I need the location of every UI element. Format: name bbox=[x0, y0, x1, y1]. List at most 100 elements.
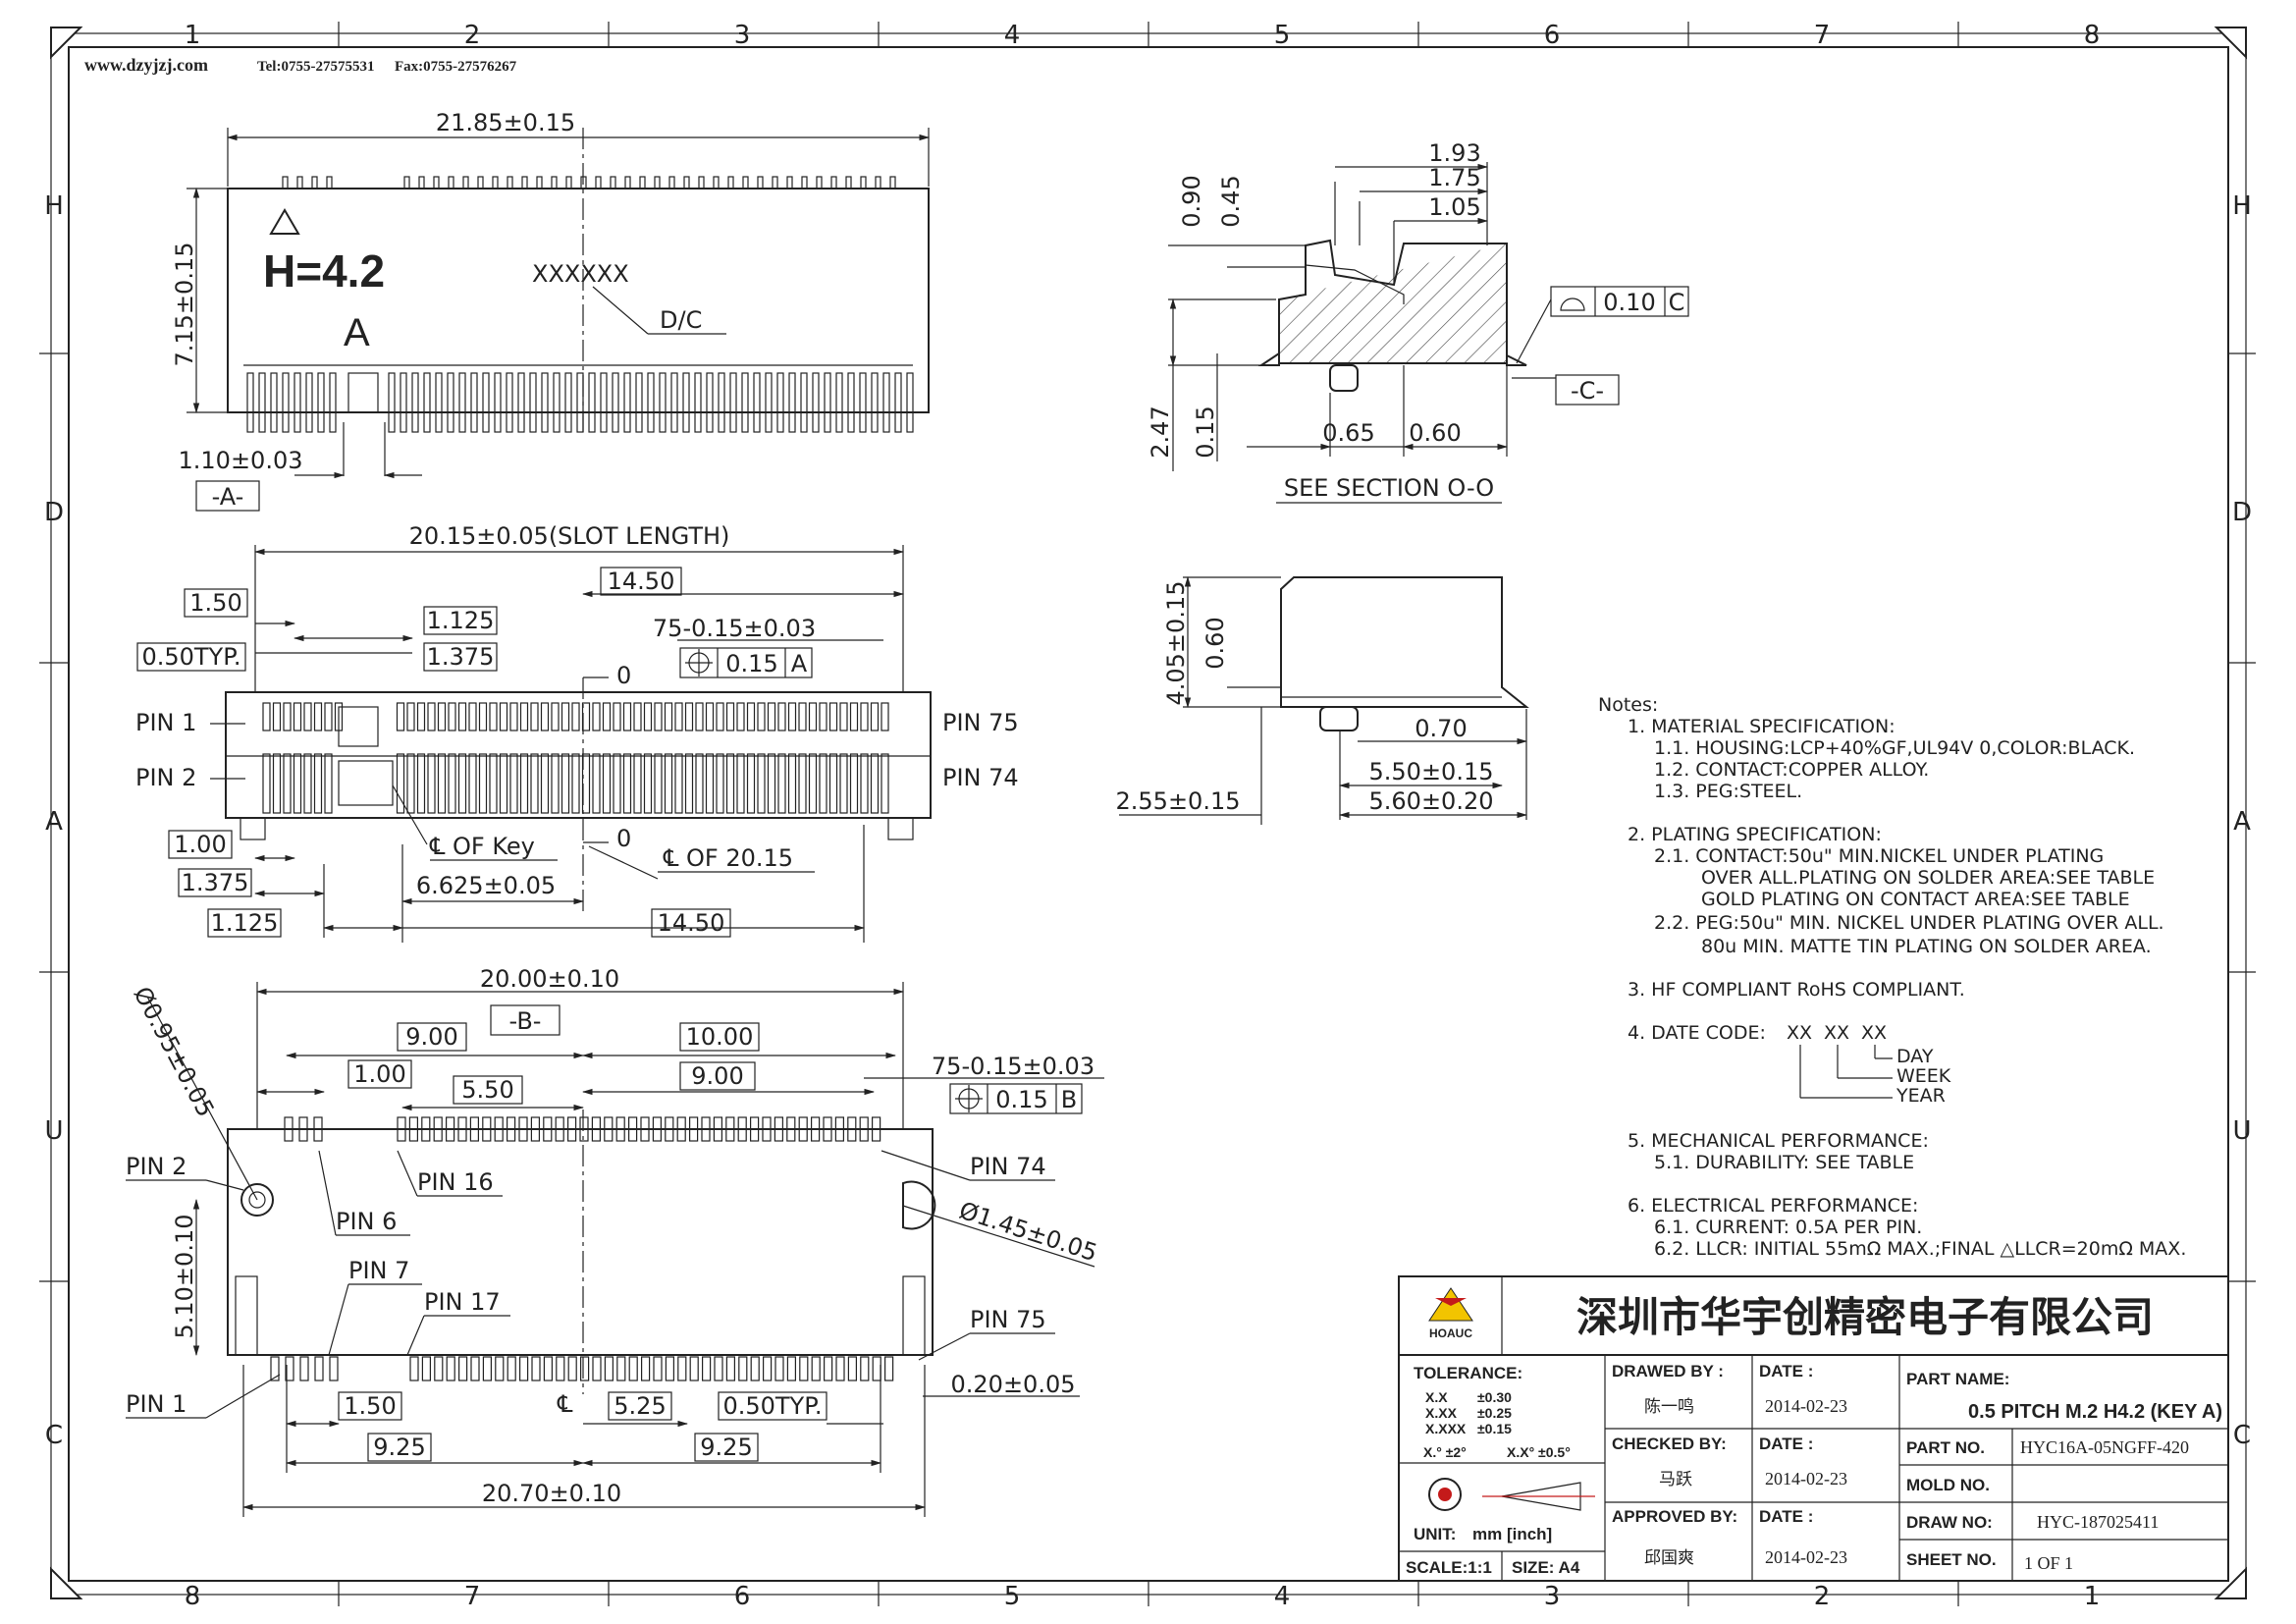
zone-letter: C bbox=[45, 1421, 63, 1450]
section-label: SEE SECTION O-O bbox=[1284, 474, 1494, 502]
contact-pin bbox=[647, 372, 655, 433]
contact-pin bbox=[499, 753, 508, 814]
contact-pin bbox=[762, 1356, 773, 1381]
contact-pin bbox=[489, 702, 498, 731]
contact-pin bbox=[403, 176, 410, 189]
dim-height-top: 7.15±0.15 bbox=[171, 243, 198, 367]
front-view: 20.15±0.05(SLOT LENGTH) 14.50 1.50 1.125… bbox=[135, 522, 1019, 943]
zone-number: 4 bbox=[1274, 1582, 1291, 1611]
pin2-front: PIN 2 bbox=[135, 764, 196, 791]
angle-tol: X.X° ±0.5° bbox=[1507, 1444, 1571, 1460]
pin17-bottom: PIN 17 bbox=[424, 1288, 501, 1316]
contact-pin bbox=[654, 702, 663, 731]
note-line: 80u MIN. MATTE TIN PLATING ON SOLDER ARE… bbox=[1701, 936, 2152, 957]
contact-pin bbox=[654, 753, 663, 814]
contact-pin bbox=[824, 372, 831, 433]
contact-pin bbox=[664, 702, 673, 731]
zone-number: 5 bbox=[1274, 21, 1291, 50]
contact-pin bbox=[313, 753, 323, 814]
contact-pin bbox=[670, 372, 678, 433]
dim-width-bottom: 20.00±0.10 bbox=[480, 965, 619, 993]
contact-pin bbox=[433, 1116, 443, 1142]
contact-pin bbox=[416, 702, 426, 731]
zone-number: 5 bbox=[1004, 1582, 1021, 1611]
contact-pin bbox=[421, 1116, 431, 1142]
note-line: OVER ALL.PLATING ON SOLDER AREA:SEE TABL… bbox=[1701, 867, 2155, 889]
contact-pin bbox=[299, 1356, 309, 1381]
contact-pin bbox=[882, 372, 890, 433]
key-center-label: ℄ OF Key bbox=[429, 833, 535, 860]
contact-pin bbox=[294, 372, 301, 433]
contact-pin bbox=[736, 753, 745, 814]
contact-pin bbox=[591, 1116, 602, 1142]
contact-pin bbox=[579, 1356, 590, 1381]
contact-pin bbox=[495, 1356, 505, 1381]
contact-pin bbox=[787, 702, 797, 731]
hole-large-dim: Ø1.45±0.05 bbox=[956, 1197, 1100, 1268]
contact-pin bbox=[406, 702, 415, 731]
contact-pin bbox=[418, 176, 425, 189]
contact-pin bbox=[437, 753, 447, 814]
date-code-xx: XX bbox=[1824, 1022, 1849, 1044]
angle-tol: X.° ±2° bbox=[1423, 1444, 1467, 1460]
unit-label: UNIT: bbox=[1414, 1525, 1456, 1543]
zone-number: 6 bbox=[734, 1582, 751, 1611]
contact-pin bbox=[859, 372, 867, 433]
contact-pin bbox=[468, 753, 477, 814]
contact-pin bbox=[757, 176, 764, 189]
contact-pin bbox=[448, 176, 454, 189]
contact-pin bbox=[689, 1356, 699, 1381]
contact-pin bbox=[447, 372, 454, 433]
dim-5-50-bottom: 5.50 bbox=[461, 1076, 513, 1104]
dim-0-65: 0.65 bbox=[1322, 419, 1374, 447]
date-value: 2014-02-23 bbox=[1765, 1396, 1847, 1416]
drawn-value: 陈一鸣 bbox=[1644, 1397, 1694, 1417]
contact-pin bbox=[694, 372, 702, 433]
pin75-bottom: PIN 75 bbox=[970, 1306, 1046, 1333]
contact-pin bbox=[409, 1356, 419, 1381]
contact-pin bbox=[561, 702, 570, 731]
contact-pin bbox=[653, 1356, 663, 1381]
contact-pin bbox=[776, 372, 784, 433]
part-name-label: PART NAME: bbox=[1906, 1370, 2009, 1388]
contact-pin bbox=[695, 702, 704, 731]
contact-pin bbox=[284, 1116, 294, 1142]
contact-pin bbox=[906, 372, 914, 433]
contact-pin bbox=[553, 372, 561, 433]
tol-key: X.X bbox=[1425, 1389, 1448, 1405]
contact-pin bbox=[674, 753, 683, 814]
tol-value: ±0.25 bbox=[1477, 1405, 1512, 1421]
zone-letter: D bbox=[44, 498, 64, 527]
contact-pin bbox=[684, 702, 694, 731]
contact-pin bbox=[881, 753, 889, 814]
contact-pin bbox=[262, 753, 271, 814]
dim-1-00-front: 1.00 bbox=[174, 831, 226, 858]
contact-pin bbox=[303, 702, 312, 731]
company-logo: HOAUC bbox=[1428, 1287, 1473, 1340]
mold-no-label: MOLD NO. bbox=[1906, 1476, 1990, 1494]
contact-pin bbox=[860, 176, 867, 189]
zone-number: 1 bbox=[185, 21, 201, 50]
contact-pin bbox=[767, 753, 776, 814]
contact-pin bbox=[592, 753, 601, 814]
flatness-tol: 0.10 bbox=[1603, 289, 1655, 316]
zone-letter: U bbox=[44, 1116, 63, 1146]
contact-pin bbox=[811, 1356, 821, 1381]
zone-letter: H bbox=[2232, 191, 2252, 221]
mark-code: XXXXXX bbox=[532, 260, 629, 288]
contact-pin bbox=[397, 1116, 406, 1142]
date-code-label: D/C bbox=[660, 306, 702, 334]
contact-pin bbox=[767, 702, 776, 731]
contact-pin bbox=[889, 176, 896, 189]
height-marking: H=4.2 bbox=[263, 245, 385, 297]
note-line: 6.1. CURRENT: 0.5A PER PIN. bbox=[1654, 1217, 1922, 1238]
position-datum-front: A bbox=[791, 650, 808, 677]
pin16-bottom: PIN 16 bbox=[417, 1168, 494, 1196]
top-view: 21.85±0.15 7.15±0.15 H=4.2 A XXXXXX D/C … bbox=[171, 109, 931, 512]
contact-pin bbox=[555, 1116, 564, 1142]
contact-pin bbox=[543, 1116, 553, 1142]
contact-pin bbox=[847, 1356, 858, 1381]
contact-pin bbox=[810, 1116, 821, 1142]
note-line: 2.2. PEG:50u" MIN. NICKEL UNDER PLATING … bbox=[1654, 912, 2164, 934]
